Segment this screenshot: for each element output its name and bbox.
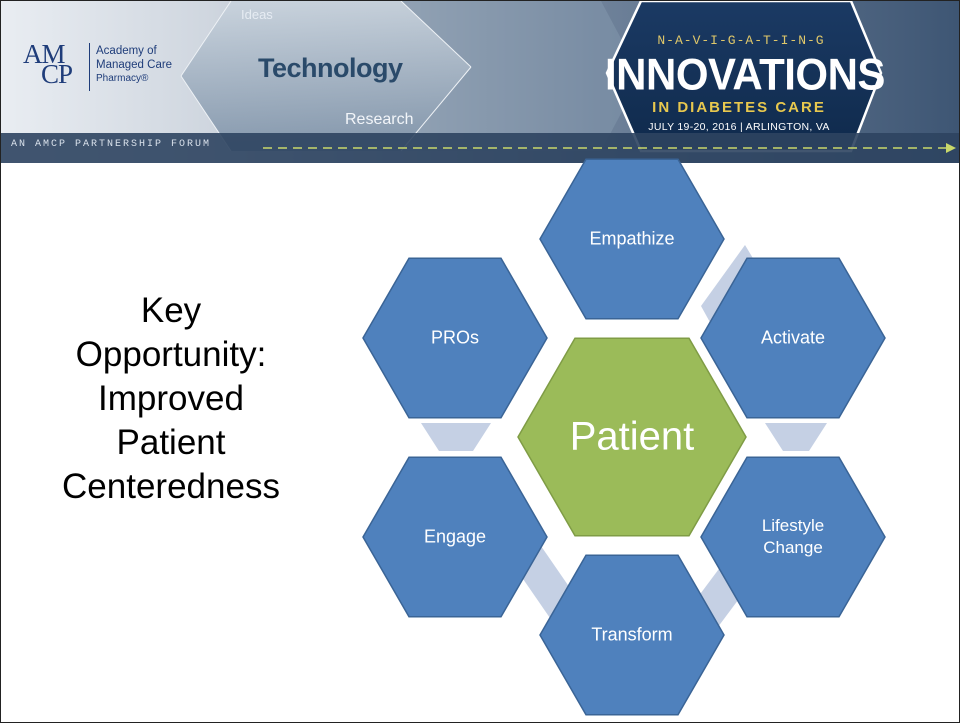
connector-activate-lifestyle — [765, 423, 827, 451]
title-line-2: Opportunity: — [75, 335, 267, 374]
title-line-3: Improved — [98, 379, 244, 418]
title-line-5: Centeredness — [62, 467, 280, 506]
hexagon-engage — [362, 456, 548, 618]
event-dates-location: JULY 19-20, 2016 | ARLINGTON, VA — [648, 121, 830, 133]
hexagon-pros — [362, 257, 548, 419]
hexagon-transform — [539, 554, 725, 716]
banner-word-research: Research — [345, 111, 414, 128]
innovations-title: INNOVATIONS — [605, 49, 885, 100]
node-label-engage: Engage — [423, 526, 487, 547]
title-line-1: Key — [140, 291, 202, 330]
node-label-empathize: Empathize — [589, 228, 675, 249]
connector-engage-pros — [421, 423, 491, 451]
amcp-logo-text: Academy of Managed Care Pharmacy® — [96, 44, 172, 86]
diagram-hexagons — [362, 158, 886, 716]
node-label-transform: Transform — [591, 624, 673, 645]
hexagon-lifestyle-change — [700, 456, 886, 618]
node-label-lifestyle-line1: Lifestyle — [761, 516, 825, 535]
partnership-forum-text: AN AMCP PARTNERSHIP FORUM — [11, 139, 212, 150]
node-label-pros: PROs — [430, 327, 480, 348]
logo-divider — [89, 43, 90, 91]
node-label-lifestyle-line2: Change — [763, 538, 823, 557]
logo-line-2: Managed Care — [96, 59, 173, 71]
title-line-4: Patient — [116, 423, 226, 462]
banner-word-ideas: Ideas — [241, 7, 273, 22]
banner-word-technology: Technology — [258, 53, 403, 83]
node-label-lifestyle-change: Lifestyle Change — [762, 515, 824, 559]
logo-line-1: Academy of — [96, 45, 157, 57]
hexagon-empathize — [539, 158, 725, 320]
slide-title: Key Opportunity: Improved Patient Center… — [21, 289, 321, 509]
hexagon-activate — [700, 257, 886, 419]
navigating-text: N-A-V-I-G-A-T-I-N-G — [657, 33, 825, 48]
banner-background — [1, 1, 959, 163]
in-diabetes-care-text: IN DIABETES CARE — [652, 99, 826, 116]
center-label-patient: Patient — [569, 414, 695, 459]
logo-line-3: Pharmacy® — [96, 73, 149, 84]
node-label-activate: Activate — [760, 327, 826, 348]
hexagon-center-patient — [517, 337, 747, 537]
